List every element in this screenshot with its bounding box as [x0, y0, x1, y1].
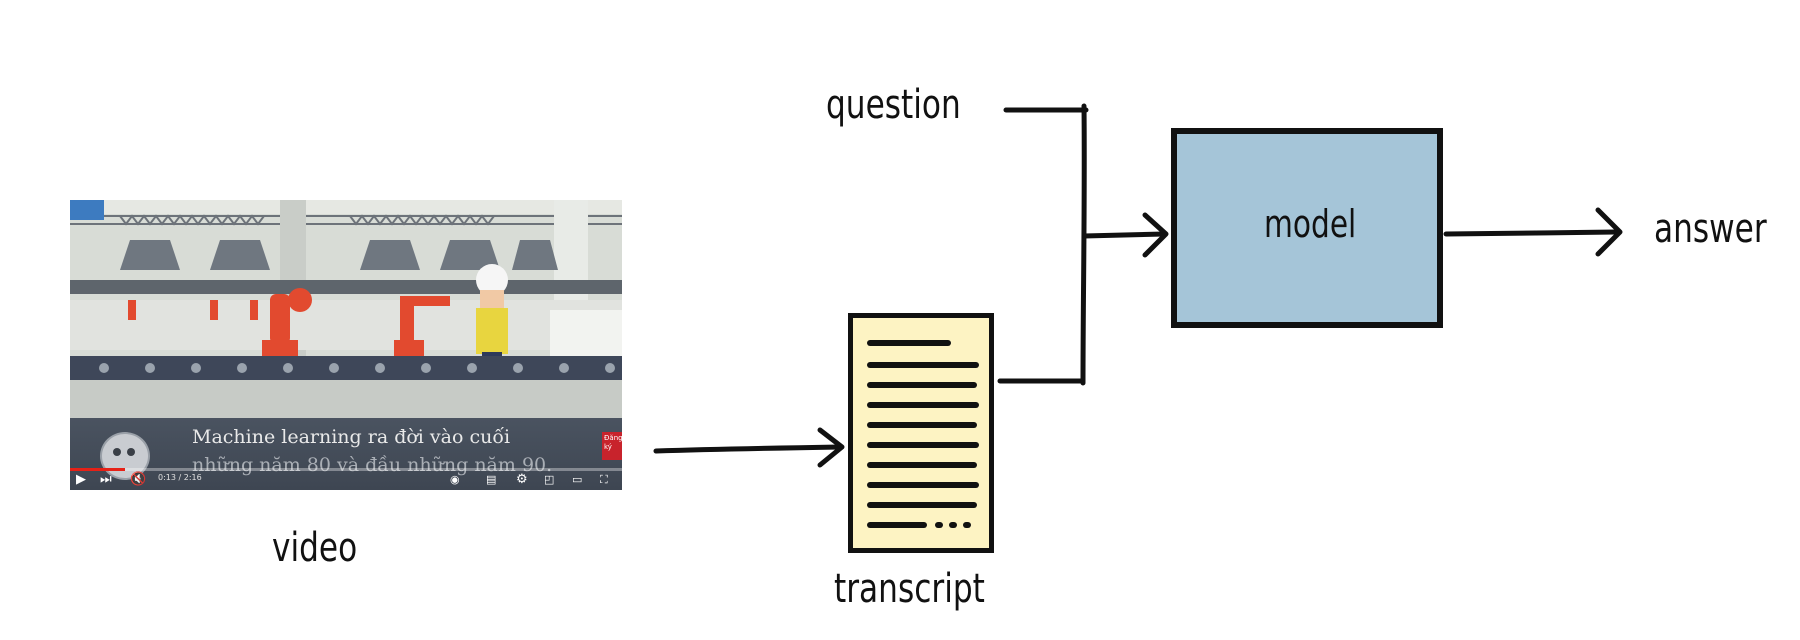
time-display: 0:13 / 2:16 — [158, 473, 202, 482]
volume-muted-icon[interactable]: 🔇 — [130, 472, 147, 487]
answer-label: answer — [1654, 206, 1767, 252]
mascot-avatar — [100, 432, 150, 480]
transcript-document — [848, 313, 994, 553]
gear-icon[interactable]: ⚙ — [516, 472, 528, 487]
next-icon[interactable]: ⏭ — [100, 472, 112, 487]
captions-icon[interactable]: ▤ — [486, 473, 497, 486]
arrowhead-video-to-transcript — [817, 427, 845, 468]
subtitle-line-2: những năm 80 và đầu những năm 90. — [192, 454, 553, 476]
play-icon[interactable]: ▶ — [76, 472, 86, 487]
arrowhead-model-to-answer — [1595, 207, 1623, 257]
arrow-junction-to-model — [1081, 231, 1167, 239]
progress-bar[interactable] — [70, 468, 622, 471]
video-label: video — [272, 525, 358, 571]
model-label: model — [1264, 202, 1357, 246]
model-box — [1171, 128, 1443, 328]
fullscreen-icon[interactable]: ⛶ — [600, 473, 608, 486]
video-player[interactable]: Machine learning ra đời vào cuối những n… — [70, 200, 622, 490]
subscribe-badge[interactable]: Đăng ký — [602, 432, 622, 460]
arrow-video-to-transcript — [653, 444, 843, 454]
junction-bracket — [1080, 103, 1087, 386]
arrowhead-junction-to-model — [1142, 212, 1169, 258]
arrow-model-to-answer — [1443, 229, 1619, 237]
autoplay-toggle-icon[interactable]: ◉ — [450, 473, 460, 486]
subtitle-overlay — [70, 418, 622, 490]
transcript-label: transcript — [834, 566, 985, 612]
question-label: question — [826, 82, 961, 128]
player-controls: ▶ ⏭ 🔇 0:13 / 2:16 ◉ ▤ ⚙ ◰ ▭ ⛶ — [70, 468, 622, 490]
progress-fill — [70, 468, 126, 471]
theater-mode-icon[interactable]: ▭ — [572, 473, 583, 486]
subtitle-line-1: Machine learning ra đời vào cuối — [192, 426, 511, 448]
miniplayer-icon[interactable]: ◰ — [544, 473, 555, 486]
